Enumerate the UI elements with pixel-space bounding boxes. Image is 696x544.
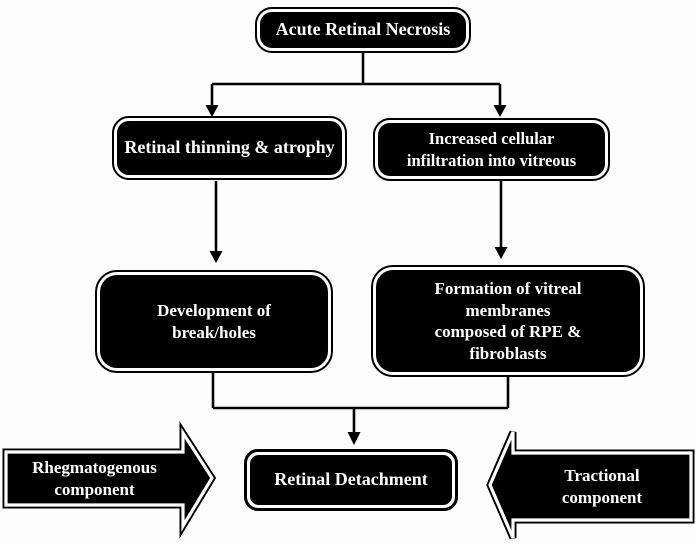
node-development-of-breaks: Development of break/holes xyxy=(95,270,333,373)
arrow-label-line: Tractional xyxy=(564,465,640,485)
split-connector-line xyxy=(210,53,502,106)
left-pointing-arrow-shape xyxy=(488,431,693,539)
node-label: Acute Retinal Necrosis xyxy=(275,19,451,40)
arrowhead-to-infiltration xyxy=(493,105,507,117)
arrowhead-to-membranes xyxy=(494,247,508,259)
node-label-line: Increased cellular xyxy=(428,129,555,148)
node-label-line: infiltration into vitreous xyxy=(406,150,577,170)
node-vitreal-membranes: Formation of vitreal membranes composed … xyxy=(371,265,645,377)
arrowhead-to-breaks xyxy=(209,251,223,263)
node-label-line: fibroblasts xyxy=(469,343,547,363)
node-label: Retinal Detachment xyxy=(274,469,428,490)
rhegmatogenous-component-label: Rhegmatogenous component xyxy=(6,452,183,505)
node-label-line: composed of RPE & xyxy=(434,322,582,341)
arrowhead-to-detachment xyxy=(347,432,361,445)
rhegmatogenous-block-arrow xyxy=(2,421,217,539)
node-label-line: Development of xyxy=(157,301,271,320)
node-body: Retinal thinning & atrophy xyxy=(117,121,342,175)
node-label: Retinal thinning & atrophy xyxy=(124,137,335,158)
arrow-label-line: Rhegmatogenous xyxy=(32,457,157,477)
node-label-line: membranes xyxy=(465,300,551,320)
node-retinal-detachment: Retinal Detachment xyxy=(244,449,458,511)
node-label-line: Formation of vitreal xyxy=(434,279,582,298)
converge-connector-line xyxy=(211,372,510,433)
node-label-line: break/holes xyxy=(172,322,256,342)
node-retinal-thinning-atrophy: Retinal thinning & atrophy xyxy=(112,116,347,180)
arrow-label-line: component xyxy=(54,479,135,499)
tractional-component-label: Tractional component xyxy=(513,453,691,520)
node-acute-retinal-necrosis: Acute Retinal Necrosis xyxy=(255,7,471,53)
tractional-block-arrow xyxy=(486,430,695,540)
node-body: Increased cellular infiltration into vit… xyxy=(378,123,605,176)
node-body: Formation of vitreal membranes composed … xyxy=(376,270,640,372)
node-body: Acute Retinal Necrosis xyxy=(260,12,466,48)
node-increased-cellular-infiltration: Increased cellular infiltration into vit… xyxy=(373,118,610,181)
node-body: Development of break/holes xyxy=(100,275,328,368)
arrow-label-line: component xyxy=(561,487,643,507)
node-body: Retinal Detachment xyxy=(250,455,452,505)
right-pointing-arrow-shape xyxy=(4,427,214,532)
arrowhead-to-thinning xyxy=(205,105,219,117)
